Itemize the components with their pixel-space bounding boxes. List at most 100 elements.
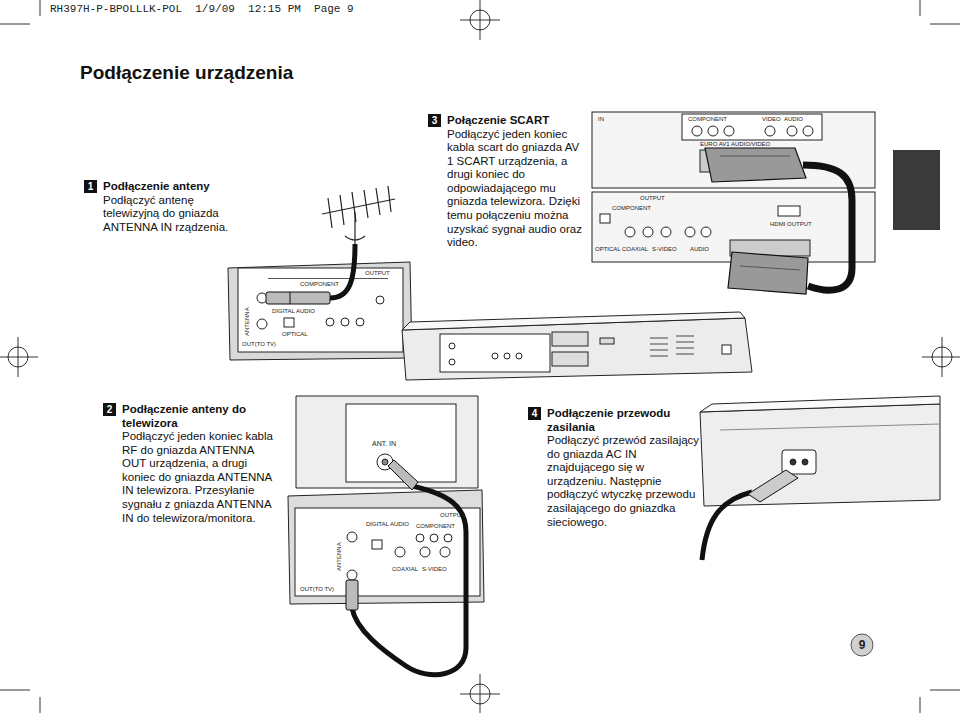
recorder-back-panel [347, 570, 357, 580]
step-body: Podłączyć przewód zasilający do gniazda … [547, 434, 700, 529]
rf-cable [346, 580, 358, 610]
dvd-recorder [492, 353, 498, 359]
recorder-back-panel [444, 534, 452, 542]
tv-antenna [328, 198, 332, 228]
step-number: 1 [84, 180, 97, 193]
tv-back-panel [296, 396, 478, 488]
tv-antenna [340, 195, 344, 225]
page-number-badge [851, 634, 873, 656]
jack-label: OPTICAL [595, 246, 621, 252]
recorder-back-panel [778, 206, 800, 216]
recorder-corner [720, 424, 940, 430]
dvd-recorder [650, 356, 668, 357]
dvd-recorder [440, 334, 550, 372]
dvd-recorder [516, 353, 522, 359]
jack-label: OUT(TO TV) [242, 341, 276, 347]
dvd-recorder [722, 345, 731, 354]
page-header: RH397H-P-BPOLLLK-POL 1/9/09 12:15 PM Pag… [50, 4, 354, 15]
crop-mark [920, 697, 921, 713]
tv-back-panel [296, 396, 478, 488]
page-title: Podłączenie urządzenia [80, 62, 293, 84]
recorder-back-panel [643, 227, 653, 237]
jack-label: OUTPUT [640, 195, 665, 201]
crop-mark [930, 24, 960, 25]
tv-antenna [354, 212, 355, 244]
power-cord [702, 492, 752, 560]
dvd-recorder [449, 343, 455, 349]
jack-label: ANTENNA [336, 542, 342, 571]
tv-antenna [345, 236, 365, 240]
rf-cable [352, 486, 466, 675]
step-number: 2 [103, 403, 116, 416]
jack-label: COMPONENT [416, 523, 455, 529]
recorder-back-panel [395, 547, 405, 557]
antenna-cable [266, 244, 355, 304]
recorder-corner [700, 404, 940, 506]
instruction-step: 4Podłączenie przewodu zasilaniaPodłączyć… [528, 407, 700, 529]
recorder-back-panel [430, 534, 438, 542]
tv-antenna [376, 188, 380, 215]
recorder-corner [790, 459, 796, 465]
dvd-recorder [552, 352, 588, 366]
instruction-step: 1Podłączenie antenyPodłączyć antenę tele… [84, 180, 234, 234]
step-number: 3 [428, 114, 441, 127]
recorder-back-panel [600, 214, 610, 223]
tv-antenna [388, 186, 391, 212]
dvd-recorder [650, 336, 694, 356]
recorder-back-panel [592, 192, 875, 262]
step-body: Podłączyć jeden koniec kabla scart do gn… [447, 128, 588, 250]
recorder-back-panel [701, 227, 711, 237]
recorder-back-panel [420, 547, 430, 557]
tv-antenna [322, 186, 395, 244]
tv-back-panel [708, 126, 718, 136]
crop-mark [40, 0, 41, 16]
recorder-back-panel [376, 296, 384, 304]
crop-mark [930, 690, 960, 691]
jack-label: ANT. IN [372, 440, 396, 447]
antenna-cable [290, 292, 291, 304]
tv-back-panel [803, 126, 813, 136]
jack-label: VIDEO [762, 116, 781, 122]
tv-back-panel [382, 459, 388, 465]
tv-back-panel [724, 126, 734, 136]
step-body: Podłączyć jeden koniec kabla RF do gniaz… [122, 430, 273, 525]
crop-mark [920, 0, 921, 16]
dvd-recorder [650, 350, 668, 351]
dvd-recorder [650, 338, 668, 339]
scart-cable [705, 148, 852, 294]
jack-label: COAXIAL [622, 246, 648, 252]
jack-label: EURO AV1 AUDIO/VIDEO [700, 141, 770, 147]
dvd-recorder [676, 342, 694, 343]
dvd-recorder [449, 359, 455, 365]
recorder-back-panel [356, 318, 364, 326]
power-cord [702, 470, 798, 560]
crop-mark [480, 674, 481, 713]
jack-label: DIGITAL AUDIO [366, 521, 409, 527]
recorder-back-panel [268, 278, 388, 279]
jack-label: IN [598, 116, 604, 122]
instruction-step: 3Połączenie SCARTPodłączyć jeden koniec … [428, 114, 588, 250]
crop-mark [922, 357, 960, 358]
jack-label: COMPONENT [612, 205, 651, 211]
recorder-back-panel [347, 532, 357, 542]
recorder-back-panel [372, 540, 382, 549]
scart-cable [705, 148, 806, 182]
recorder-back-panel [257, 319, 267, 329]
recorder-back-panel [228, 262, 412, 360]
antenna-cable [266, 292, 330, 304]
jack-label: ANTENNA [244, 307, 250, 336]
jack-label: COMPONENT [688, 116, 727, 122]
recorder-back-panel [228, 262, 412, 360]
crop-mark [942, 337, 943, 377]
step-heading: Podłączenie anteny [103, 180, 234, 194]
tv-antenna [322, 199, 395, 214]
antenna-cable [330, 244, 355, 298]
rf-cable [388, 460, 418, 490]
tv-antenna [364, 190, 368, 218]
recorder-back-panel [238, 268, 403, 352]
jack-label: S-VIDEO [422, 566, 447, 572]
jack-label: S-VIDEO [652, 246, 677, 252]
